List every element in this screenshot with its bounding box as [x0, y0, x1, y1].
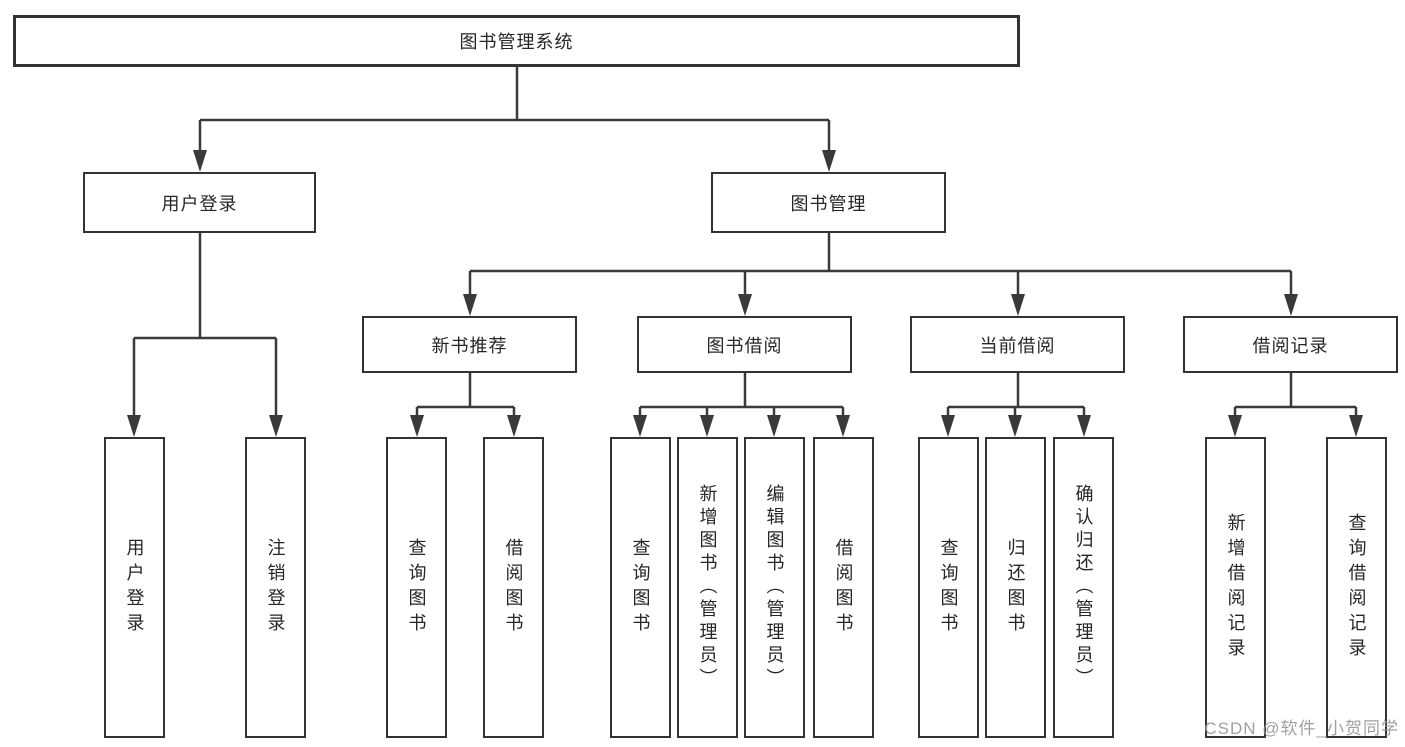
node-leaf-add-book: 新增图书（管理员）: [677, 437, 738, 738]
node-current-borrow-label: 当前借阅: [979, 335, 1056, 356]
node-book-management: 图书管理: [711, 172, 946, 233]
node-leaf-query-book-2: 查询图书: [610, 437, 671, 738]
watermark: CSDN @软件_小贺同学: [1204, 719, 1399, 738]
node-leaf-query-book-3: 查询图书: [918, 437, 979, 738]
node-borrow-records: 借阅记录: [1183, 316, 1398, 373]
node-leaf-confirm-return-label: 确认归还（管理员）: [1073, 484, 1094, 691]
node-leaf-edit-book-label: 编辑图书（管理员）: [764, 484, 785, 691]
node-leaf-confirm-return: 确认归还（管理员）: [1053, 437, 1114, 738]
node-root-label: 图书管理系统: [459, 32, 574, 52]
node-leaf-query-borrow-record-label: 查询借阅记录: [1346, 512, 1367, 663]
node-leaf-query-book-1: 查询图书: [386, 437, 447, 738]
node-book-borrow: 图书借阅: [637, 316, 852, 373]
node-leaf-add-borrow-record-label: 新增借阅记录: [1225, 512, 1246, 663]
node-leaf-borrow-book-1-label: 借阅图书: [503, 537, 524, 638]
node-leaf-query-borrow-record: 查询借阅记录: [1326, 437, 1387, 738]
connector-user-login: [127, 233, 283, 437]
node-leaf-query-book-1-label: 查询图书: [406, 537, 427, 638]
node-leaf-user-login-label: 用户登录: [124, 537, 145, 638]
node-leaf-return-book-label: 归还图书: [1005, 537, 1026, 638]
node-book-borrow-label: 图书借阅: [706, 335, 783, 356]
connector-book-management: [463, 233, 1298, 316]
node-leaf-edit-book: 编辑图书（管理员）: [744, 437, 805, 738]
node-user-login-label: 用户登录: [161, 193, 238, 214]
node-new-book-recommend-label: 新书推荐: [431, 335, 508, 356]
node-new-book-recommend: 新书推荐: [362, 316, 577, 373]
node-user-login: 用户登录: [83, 172, 316, 233]
node-leaf-borrow-book-2: 借阅图书: [813, 437, 874, 738]
node-borrow-records-label: 借阅记录: [1252, 335, 1329, 356]
node-root: 图书管理系统: [13, 15, 1020, 67]
connector-book-borrow: [633, 373, 850, 437]
node-current-borrow: 当前借阅: [910, 316, 1125, 373]
node-leaf-query-book-2-label: 查询图书: [630, 537, 651, 638]
node-book-management-label: 图书管理: [790, 193, 867, 214]
node-leaf-add-book-label: 新增图书（管理员）: [697, 484, 718, 691]
node-leaf-return-book: 归还图书: [985, 437, 1046, 738]
connector-borrow-records: [1228, 373, 1363, 437]
node-leaf-user-login: 用户登录: [104, 437, 165, 738]
node-leaf-logout: 注销登录: [245, 437, 306, 738]
node-leaf-logout-label: 注销登录: [265, 537, 286, 638]
node-leaf-borrow-book-1: 借阅图书: [483, 437, 544, 738]
node-leaf-borrow-book-2-label: 借阅图书: [833, 537, 854, 638]
node-leaf-query-book-3-label: 查询图书: [938, 537, 959, 638]
connector-new-book: [410, 373, 521, 437]
connector-current-borrow: [941, 373, 1091, 437]
node-leaf-add-borrow-record: 新增借阅记录: [1205, 437, 1266, 738]
connector-root: [193, 67, 836, 172]
